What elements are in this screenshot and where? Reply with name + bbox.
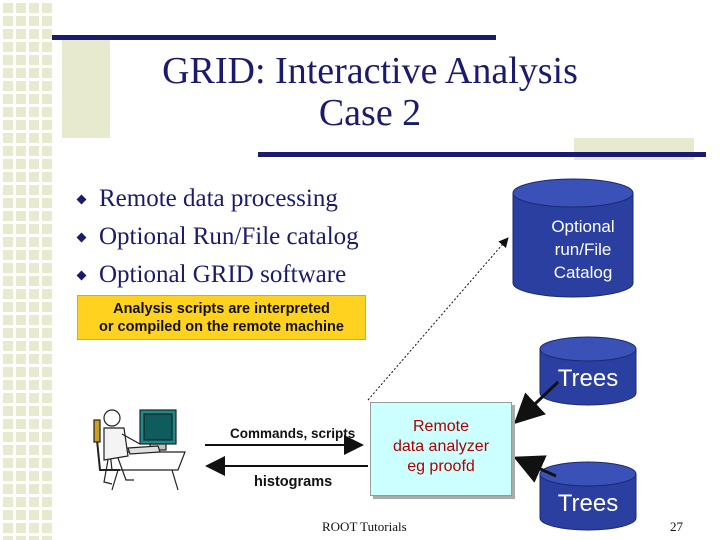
slide-title-line1: GRID: Interactive Analysis (162, 50, 578, 92)
title-rule-bottom (258, 152, 706, 157)
catalog-cylinder: Optional run/File Catalog (512, 178, 634, 298)
bullet-text: Remote data processing (99, 185, 338, 212)
bullet-item: Optional GRID software (76, 256, 359, 294)
slide-title: GRID: Interactive Analysis Case 2 (110, 50, 630, 134)
trees-top-label: Trees (558, 365, 618, 392)
trees-bottom-label: Trees (558, 490, 618, 517)
footer-text: ROOT Tutorials (322, 519, 407, 534)
catalog-label-line1: Optional (551, 217, 614, 236)
decorative-title-block (62, 38, 110, 138)
trees-cylinder-bottom: Trees (539, 461, 637, 531)
remote-label-line2: data analyzer (392, 438, 490, 455)
callout-line2: or compiled on the remote machine (99, 319, 344, 335)
bullet-text: Optional GRID software (99, 261, 347, 288)
callout-line1: Analysis scripts are interpreted (113, 301, 330, 317)
commands-label: Commands, scripts (230, 426, 356, 441)
remote-label-line3: eg proofd (407, 458, 475, 475)
slide-title-line2: Case 2 (318, 92, 422, 134)
trees-bottom-arrow (513, 455, 557, 483)
trees-top-arrow (513, 380, 560, 425)
remote-analyzer-box: Remote data analyzer eg proofd (370, 402, 512, 496)
callout-box: Analysis scripts are interpreted or comp… (77, 295, 366, 340)
bullet-list: Remote data processing Optional Run/File… (76, 180, 359, 294)
bullet-item: Remote data processing (76, 180, 359, 218)
page-number: 27 (670, 519, 683, 534)
trees-cylinder-top: Trees (539, 336, 637, 406)
remote-label-line1: Remote (412, 418, 470, 435)
title-rule-top (52, 35, 496, 40)
catalog-dashed-arrow (367, 237, 509, 401)
user-at-computer-icon (93, 409, 186, 491)
bullet-text: Optional Run/File catalog (99, 223, 359, 250)
catalog-label-line3: Catalog (554, 263, 613, 282)
catalog-label-line2: run/File (555, 240, 612, 259)
bullet-item: Optional Run/File catalog (76, 218, 359, 256)
decorative-grid-strip (0, 0, 52, 540)
histograms-label: histograms (254, 474, 333, 490)
